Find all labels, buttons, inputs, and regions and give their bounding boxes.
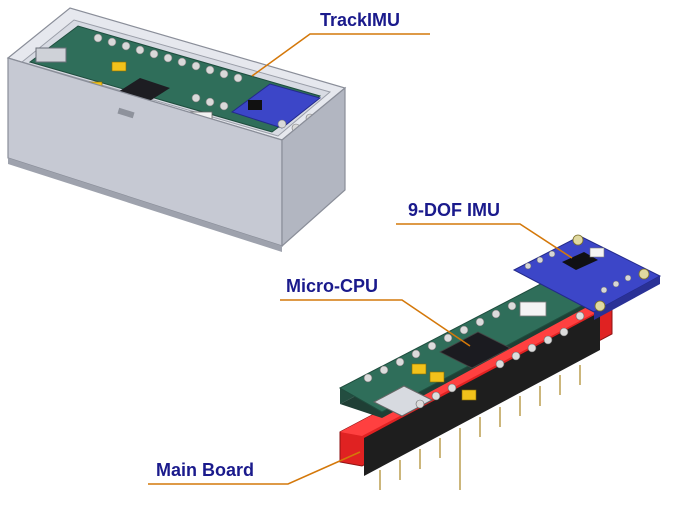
- imu-leader: [396, 223, 573, 259]
- cpu-leader: [280, 299, 471, 347]
- label-cpu: Micro-CPU: [286, 276, 379, 296]
- main-board-leader: [148, 451, 361, 485]
- label-main-board: Main Board: [156, 460, 255, 480]
- label-imu: 9-DOF IMU: [408, 200, 500, 220]
- trackimu-leader: [251, 33, 430, 77]
- label-trackimu: TrackIMU: [320, 10, 401, 30]
- micro-cpu-board: [338, 273, 602, 418]
- trackimu-enclosure: [6, 7, 347, 252]
- imu-board: [512, 234, 662, 320]
